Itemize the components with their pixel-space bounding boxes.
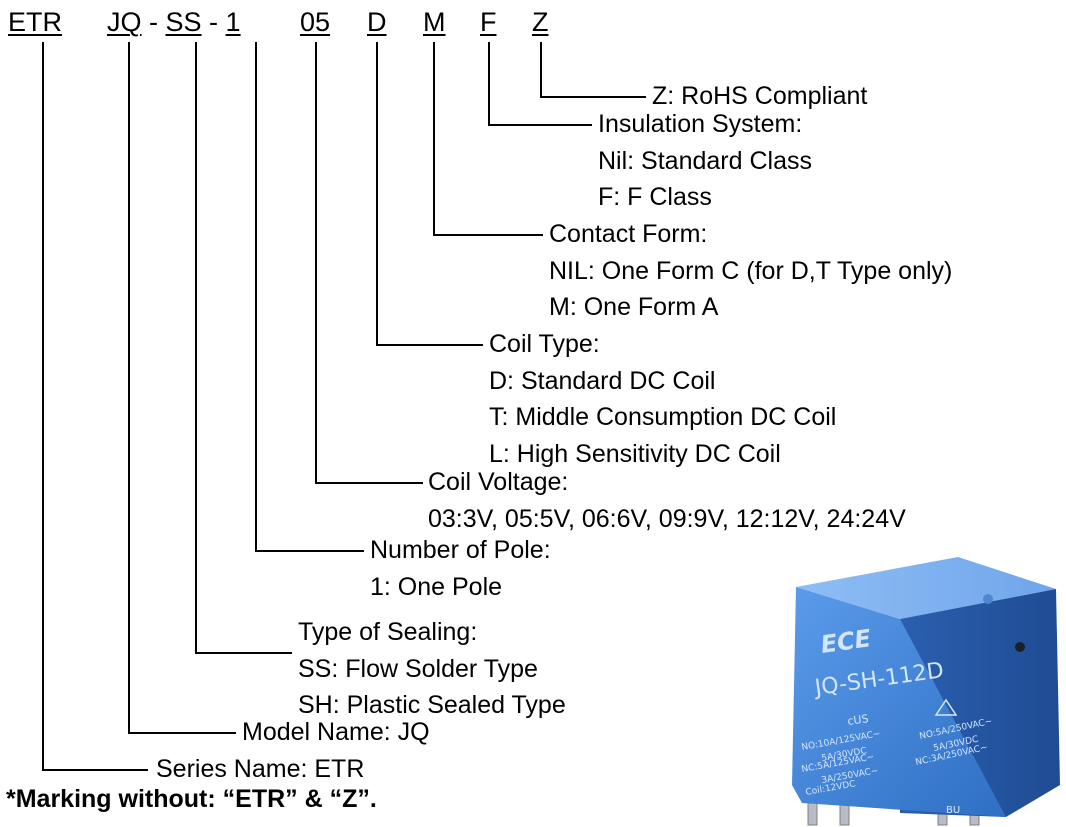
- desc-line: D: Standard DC Coil: [489, 366, 716, 395]
- desc-line: T: Middle Consumption DC Coil: [489, 403, 837, 432]
- code-separator: -: [201, 7, 226, 37]
- warning-triangle-icon: [934, 698, 958, 716]
- desc-line: SS: Flow Solder Type: [298, 654, 538, 683]
- code-jq: JQ - SS - 1: [107, 7, 241, 37]
- desc-line: 1: One Pole: [370, 572, 503, 601]
- desc-line: Insulation System:: [598, 110, 803, 138]
- relay-product-image: ECE JQ-SH-112D cUS NO:10A/125VAC~ 5A/30V…: [792, 557, 1060, 826]
- desc-line: NIL: One Form C (for D,T Type only): [549, 256, 953, 285]
- desc-line: Nil: Standard Class: [598, 146, 812, 175]
- desc-line: 03:3V, 05:5V, 06:6V, 09:9V, 12:12V, 24:2…: [428, 504, 906, 533]
- desc-insulation: Insulation System: Nil: Standard Class F…: [598, 106, 812, 216]
- code-05: 05: [300, 7, 331, 37]
- desc-line: F: F Class: [598, 183, 712, 212]
- desc-line: Number of Pole:: [370, 536, 551, 564]
- leader-z: [540, 42, 646, 98]
- leader-ss: [195, 42, 292, 654]
- desc-line: Coil Voltage:: [428, 468, 569, 496]
- desc-model: Model Name: JQ: [242, 714, 430, 751]
- relay-cert: cUS: [847, 712, 870, 728]
- desc-line: M: One Form A: [549, 293, 719, 322]
- desc-line: L: High Sensitivity DC Coil: [489, 439, 781, 468]
- code-ss: SS: [165, 7, 202, 37]
- marking-note: *Marking without: “ETR” & “Z”.: [6, 785, 377, 813]
- relay-bu: BU: [946, 805, 960, 816]
- leader-1: [255, 42, 364, 552]
- code-1: 1: [225, 7, 241, 37]
- code-f: F: [480, 7, 497, 37]
- desc-contact-form: Contact Form: NIL: One Form C (for D,T T…: [549, 216, 952, 326]
- desc-line: Contact Form:: [549, 220, 708, 248]
- desc-line: Series Name: ETR: [156, 755, 365, 783]
- leader-f: [488, 42, 592, 126]
- desc-line: Z: RoHS Compliant: [652, 82, 868, 110]
- desc-z: Z: RoHS Compliant: [652, 78, 867, 115]
- desc-series: Series Name: ETR: [156, 751, 364, 788]
- desc-sealing: Type of Sealing: SS: Flow Solder Type SH…: [298, 614, 566, 724]
- leader-m: [433, 42, 543, 236]
- leader-etr: [42, 42, 148, 771]
- code-etr: ETR: [8, 7, 62, 37]
- leader-05: [315, 42, 423, 484]
- leader-d: [376, 42, 483, 346]
- code-m: M: [423, 7, 446, 37]
- code-separator: -: [141, 7, 166, 37]
- desc-line: Type of Sealing:: [298, 618, 478, 646]
- code-d: D: [367, 7, 387, 37]
- desc-line: Coil Type:: [489, 330, 600, 358]
- leader-jq: [128, 42, 236, 734]
- desc-pole: Number of Pole: 1: One Pole: [370, 532, 551, 605]
- desc-coil-type: Coil Type: D: Standard DC Coil T: Middle…: [489, 326, 836, 472]
- desc-coil-voltage: Coil Voltage: 03:3V, 05:5V, 06:6V, 09:9V…: [428, 464, 906, 537]
- code-z: Z: [532, 7, 549, 37]
- desc-line: SH: Plastic Sealed Type: [298, 691, 566, 720]
- desc-line: Model Name: JQ: [242, 718, 430, 746]
